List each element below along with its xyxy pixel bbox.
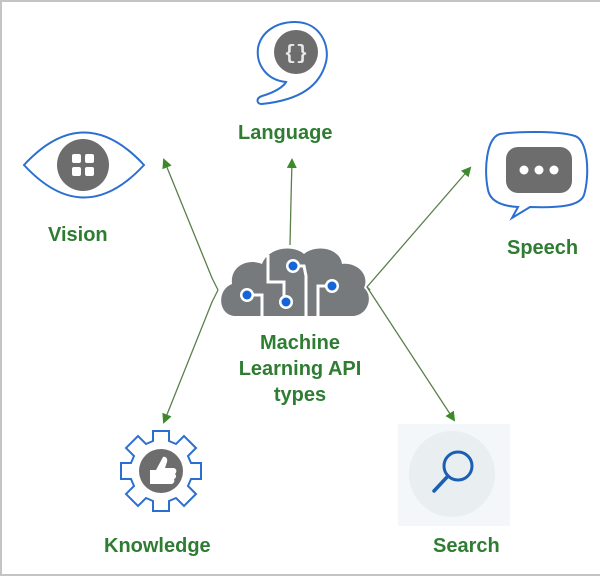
arrow-to-speech	[366, 166, 472, 291]
speech-label: Speech	[507, 237, 579, 259]
vision-label: Vision	[48, 224, 108, 246]
center-title-line-3: types	[273, 384, 327, 406]
arrow-to-vision	[162, 158, 219, 291]
arrow-to-language	[286, 158, 297, 246]
arrows	[162, 158, 472, 424]
brain-circuit-cloud-icon	[221, 248, 369, 316]
knowledge-label: Knowledge	[104, 535, 211, 557]
chat-bubble-ellipsis-icon	[485, 130, 589, 221]
language-label: Language	[238, 122, 333, 144]
center-title: Machine Learning API types	[215, 330, 385, 408]
arrow-to-search	[366, 286, 456, 422]
search-label: Search	[433, 535, 500, 557]
svg-text:{}: {}	[284, 43, 308, 66]
arrow-to-knowledge	[162, 289, 219, 424]
speech-bubble-braces-icon: {}	[256, 20, 328, 106]
magnifier-icon	[398, 424, 510, 526]
eye-grid-icon	[22, 131, 146, 199]
center-title-line-2: Learning API	[238, 358, 362, 380]
center-title-line-1: Machine	[259, 332, 341, 354]
gear-thumbs-up-icon	[120, 430, 202, 512]
